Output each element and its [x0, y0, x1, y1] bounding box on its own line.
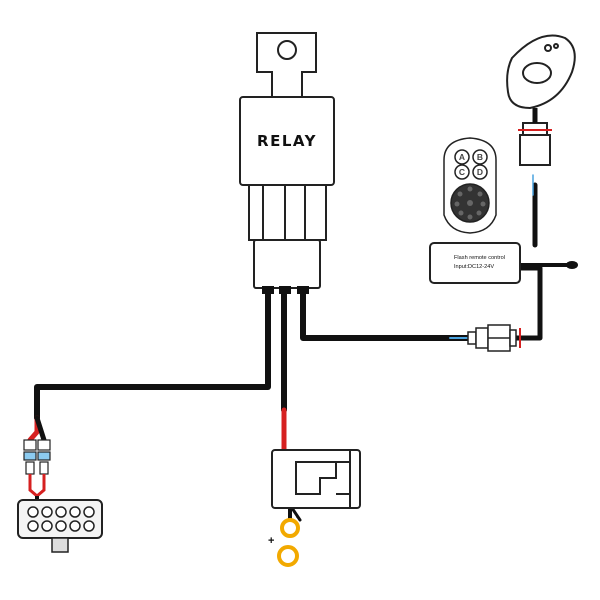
fob-button-a [454, 149, 470, 165]
fob-label-a: A [459, 152, 465, 162]
wire-to-light-bar-black2 [34, 415, 47, 443]
fob-button-d [472, 164, 488, 180]
light-bar-connectors [23, 439, 51, 475]
fob-label-b: B [477, 152, 483, 162]
positive-terminal-label: + [268, 535, 274, 547]
fob-label-c: C [459, 167, 465, 177]
wire-remote-return [509, 265, 543, 341]
key-fob: A B C D [443, 137, 497, 234]
relay-cable-exits [262, 286, 309, 294]
remote-module-line2: Input:DC12-24V [454, 264, 494, 270]
led-light-bar [17, 439, 103, 553]
relay-harness-boot [253, 239, 321, 289]
remote-module-body [429, 242, 521, 284]
switch-button [522, 62, 552, 84]
wireless-switch [506, 34, 576, 166]
remote-harness-connector [467, 324, 521, 352]
remote-control-module: Flash remote control Input:DC12-24V [429, 242, 578, 284]
wire-to-remote [300, 287, 475, 341]
light-bar-leds [27, 506, 95, 532]
fob-button-b [472, 149, 488, 165]
light-bar-housing [17, 499, 103, 539]
relay-socket [248, 184, 327, 241]
negative-ring-terminal [280, 518, 300, 538]
relay: RELAY [239, 32, 335, 289]
remote-module-line1: Flash remote control [454, 255, 505, 261]
battery-ring-terminals: - + [268, 511, 300, 567]
module-antenna-tip [566, 261, 578, 269]
relay-mounting-hole [277, 40, 297, 60]
light-bar-bracket [51, 537, 69, 553]
relay-label: RELAY [257, 132, 317, 150]
switch-connector-body [519, 134, 551, 166]
negative-terminal-label: - [296, 511, 300, 523]
positive-ring-terminal [277, 545, 299, 567]
fuse-holder [271, 449, 361, 509]
fob-label-d: D [477, 167, 483, 177]
fob-button-c [454, 164, 470, 180]
wire-to-light-bar [34, 287, 271, 421]
